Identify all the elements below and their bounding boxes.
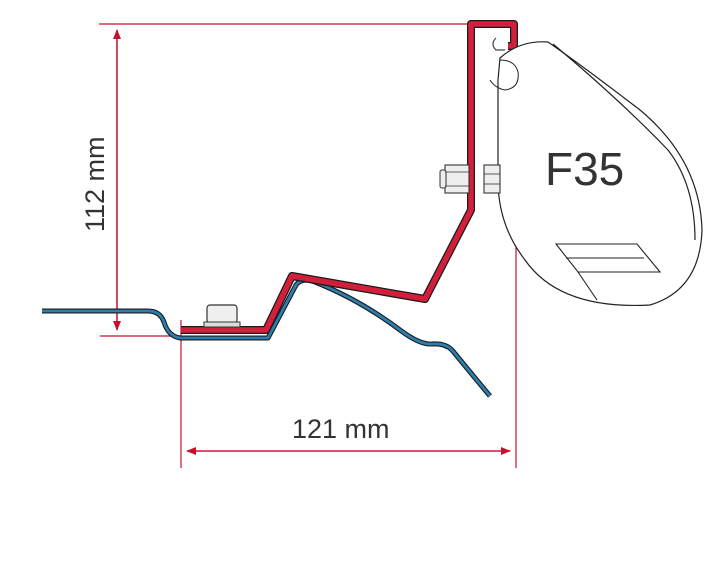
model-label: F35 <box>545 143 624 195</box>
width-dimension <box>180 40 517 468</box>
height-label: 112 mm <box>80 136 110 232</box>
width-label: 121 mm <box>292 414 390 444</box>
adapter-bracket <box>181 20 518 334</box>
base-screw-head <box>203 304 241 328</box>
height-dimension <box>99 23 500 337</box>
vehicle-roof-panel <box>42 277 492 398</box>
bolt-nut <box>439 164 501 194</box>
awning-housing: F35 <box>489 37 703 307</box>
